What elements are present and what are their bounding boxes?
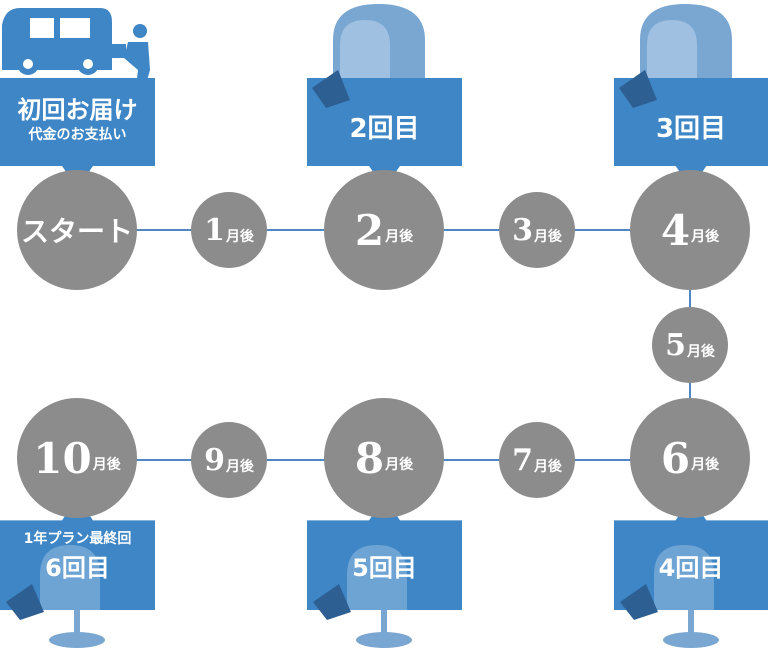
final-plan-label: 1年プラン最終回 [23,531,132,547]
delivery-label-4: 4回目 [658,554,724,582]
delivery-label-6: 6回目 [45,554,110,582]
month-number: 3 [512,212,533,248]
month-number: 7 [512,442,533,478]
start-subtitle: 代金のお支払い [28,127,127,143]
delivery-label-2: 2回目 [349,114,420,144]
month-number: 8 [354,433,385,483]
mailbox-icon [312,70,657,108]
month-number: 6 [660,433,691,483]
month-suffix: 月後 [691,457,720,473]
month-number: 2 [354,205,385,255]
month-suffix: 月後 [385,229,414,245]
month-suffix: 月後 [533,459,562,475]
month-number: 5 [665,327,686,363]
month-suffix: 月後 [225,459,254,475]
month-suffix: 月後 [92,457,121,473]
month-suffix: 月後 [225,229,254,245]
month-suffix: 月後 [533,229,562,245]
month-number: 9 [204,442,225,478]
delivery-label-3: 3回目 [655,114,727,144]
delivery-label-5: 5回目 [352,554,417,582]
month-number: 10 [33,433,92,483]
start-title: 初回お届け [17,96,138,124]
delivery-truck-icon [2,8,112,75]
month-number: 4 [660,205,691,255]
start-circle-label: スタート [20,215,133,248]
month-suffix: 月後 [686,344,715,360]
month-suffix: 月後 [691,229,720,245]
month-number: 1 [204,212,225,248]
start-circle: スタート [17,170,137,290]
month-suffix: 月後 [385,457,414,473]
